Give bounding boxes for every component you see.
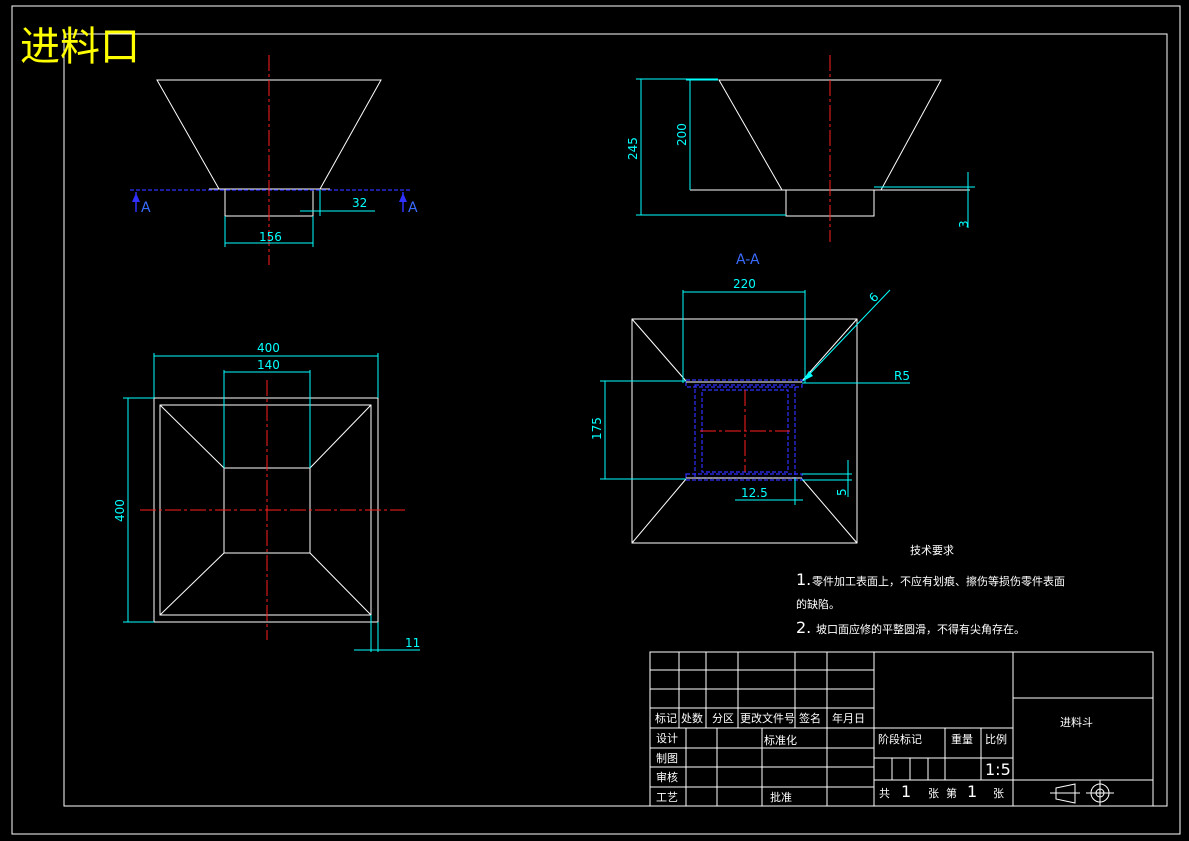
front-view: A A 156 32 xyxy=(130,55,418,265)
dim-edge: 11 xyxy=(405,636,420,650)
top-view: 400 140 400 11 xyxy=(113,341,420,652)
note2-text: 坡口面应修的平整圆滑，不得有尖角存在。 xyxy=(816,622,1025,636)
tb-part-name: 进料斗 xyxy=(1060,715,1093,729)
tb-hdr-sign: 签名 xyxy=(799,711,821,725)
tb-scale: 1:5 xyxy=(985,760,1011,779)
dim-weld: 6 xyxy=(866,290,881,305)
note1-num: 1. xyxy=(796,570,811,589)
tb-sheet-unit2: 张 xyxy=(993,787,1004,800)
tb-stage: 阶段标记 xyxy=(878,732,922,746)
tb-sheet-n: 1 xyxy=(967,782,977,801)
section-mark-right: A xyxy=(408,200,418,216)
dim-thick: 5 xyxy=(835,488,849,496)
tech-notes: 技术要求 1. 零件加工表面上，不应有划痕、擦伤等损伤零件表面 的缺陷。 2. … xyxy=(796,544,1065,637)
side-view: 245 200 3 xyxy=(626,55,975,242)
note1-text: 零件加工表面上，不应有划痕、擦伤等损伤零件表面 xyxy=(812,574,1065,588)
tb-review: 审核 xyxy=(656,770,678,784)
dim-bottom-width: 156 xyxy=(259,230,282,244)
tech-heading: 技术要求 xyxy=(910,544,954,557)
tb-standard: 标准化 xyxy=(764,733,797,747)
tb-sheet-unit: 张 xyxy=(928,787,939,800)
dim-cone-height: 200 xyxy=(675,123,689,146)
dim-height: 175 xyxy=(590,417,604,440)
projection-symbol-icon xyxy=(1050,780,1114,806)
tb-drawing: 制图 xyxy=(656,752,678,765)
note2-num: 2. xyxy=(796,618,811,637)
title-block: 标记 处数 分区 更改文件号 签名 年月日 设计 标准化 制图 审核 工艺 批准… xyxy=(649,651,1154,807)
note1-cont: 的缺陷。 xyxy=(796,597,840,611)
dim-width: 220 xyxy=(733,277,756,291)
dim-radius: R5 xyxy=(894,369,910,383)
tb-hdr-docno: 更改文件号 xyxy=(740,711,795,725)
tb-hdr-count: 处数 xyxy=(681,712,703,725)
dim-total-height: 245 xyxy=(626,137,640,160)
tb-sheet: 第 xyxy=(946,786,957,800)
tb-approve: 批准 xyxy=(770,790,792,804)
outer-border xyxy=(11,5,1181,835)
dim-flange: 12.5 xyxy=(741,486,768,500)
inner-border xyxy=(63,33,1168,807)
dim-inner-width: 140 xyxy=(257,358,280,372)
section-label: A-A xyxy=(736,252,760,268)
dim-wall: 32 xyxy=(352,196,367,210)
dim-offset: 3 xyxy=(957,220,971,228)
tb-weight: 重量 xyxy=(951,732,973,746)
tb-hdr-date: 年月日 xyxy=(832,711,865,725)
section-mark-left: A xyxy=(141,200,151,216)
tb-process: 工艺 xyxy=(656,791,678,804)
tb-hdr-mark: 标记 xyxy=(655,711,677,725)
dim-outer-width: 400 xyxy=(257,341,280,355)
dim-height: 400 xyxy=(113,499,127,522)
drawing-title: 进料口 xyxy=(20,24,140,70)
tb-scale-label: 比例 xyxy=(985,732,1007,746)
tb-total: 共 xyxy=(879,787,890,800)
section-view: A-A 220 175 12.5 5 R5 6 xyxy=(590,252,910,544)
tb-design: 设计 xyxy=(656,732,678,745)
tb-total-n: 1 xyxy=(901,782,911,801)
tb-hdr-zone: 分区 xyxy=(712,712,734,725)
